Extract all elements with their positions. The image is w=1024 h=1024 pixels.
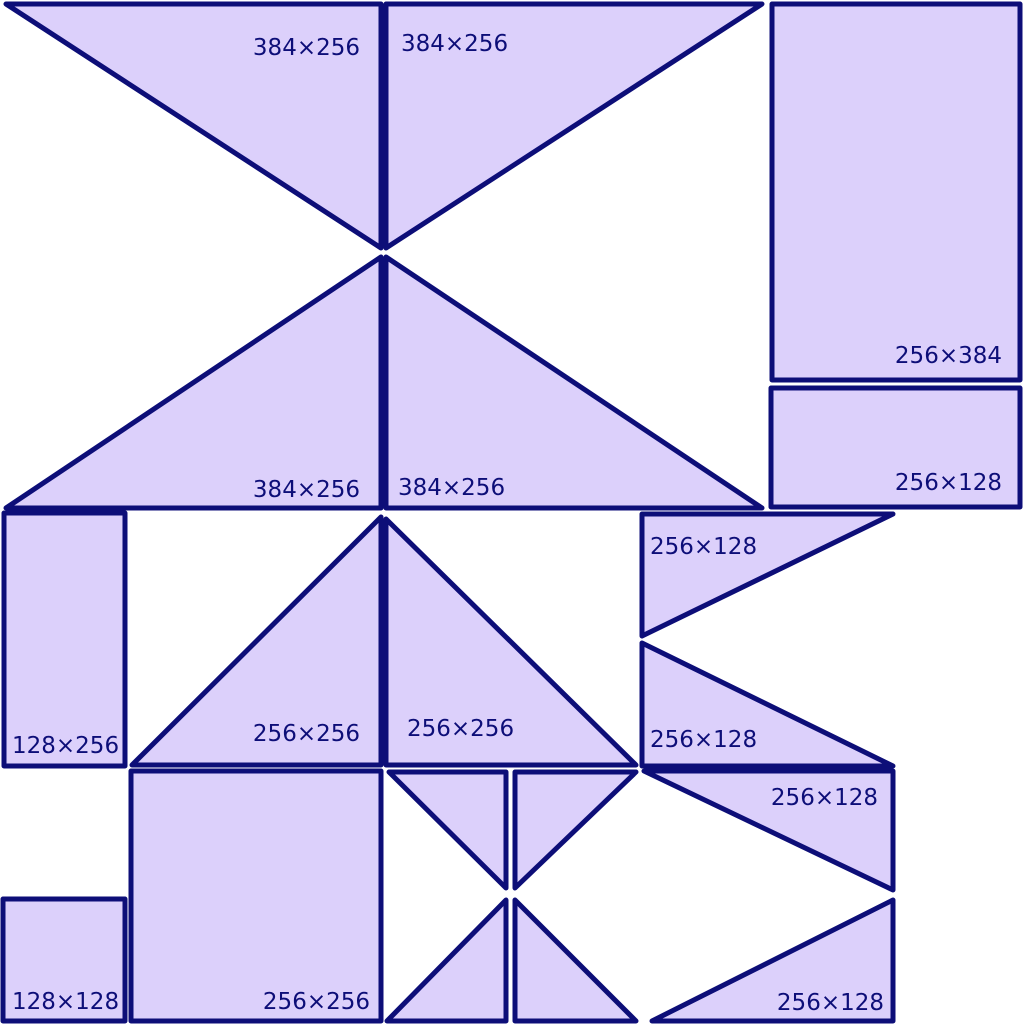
triangle-piece-right-lower	[649, 897, 896, 1024]
triangle-piece-mid-left	[3, 254, 384, 511]
label-right-tall: 256×384	[895, 343, 1002, 369]
label-bottom-small: 128×128	[12, 989, 119, 1015]
label-left-tall: 128×256	[12, 733, 119, 759]
label-center-right: 256×256	[407, 716, 514, 742]
triangle-piece-mid-center	[383, 254, 765, 511]
rect-piece-right-wide	[768, 385, 1023, 510]
label-bottom-square: 256×256	[263, 989, 370, 1015]
small-triangle-piece-1	[386, 769, 509, 891]
label-right-lower: 256×128	[777, 990, 884, 1016]
label-top-middle: 384×256	[401, 31, 508, 57]
triangle-piece-top-left	[3, 1, 384, 251]
small-triangle-piece-3	[384, 897, 509, 1024]
rect-piece-bottom-small	[0, 896, 128, 1024]
label-mid-center: 384×256	[398, 475, 505, 501]
label-center-left: 256×256	[253, 721, 360, 747]
small-triangle-piece-4	[512, 897, 639, 1024]
label-flag-lower: 256×128	[650, 727, 757, 753]
label-top-left: 384×256	[253, 35, 360, 61]
rect-piece-left-tall	[1, 510, 128, 769]
square-piece-bottom	[128, 768, 384, 1024]
triangle-piece-flag-upper	[639, 511, 896, 639]
triangle-piece-top-middle	[383, 1, 765, 251]
label-flag-upper: 256×128	[650, 534, 757, 560]
triangle-piece-right-upper	[641, 768, 896, 893]
triangle-piece-center-left	[129, 514, 384, 768]
label-right-upper: 256×128	[771, 785, 878, 811]
triangle-piece-flag-lower	[639, 640, 896, 769]
small-triangle-piece-2	[512, 769, 639, 891]
triangle-piece-center-right	[383, 516, 639, 768]
label-right-wide: 256×128	[895, 470, 1002, 496]
rect-piece-right-tall	[769, 1, 1023, 383]
label-mid-left: 384×256	[253, 477, 360, 503]
